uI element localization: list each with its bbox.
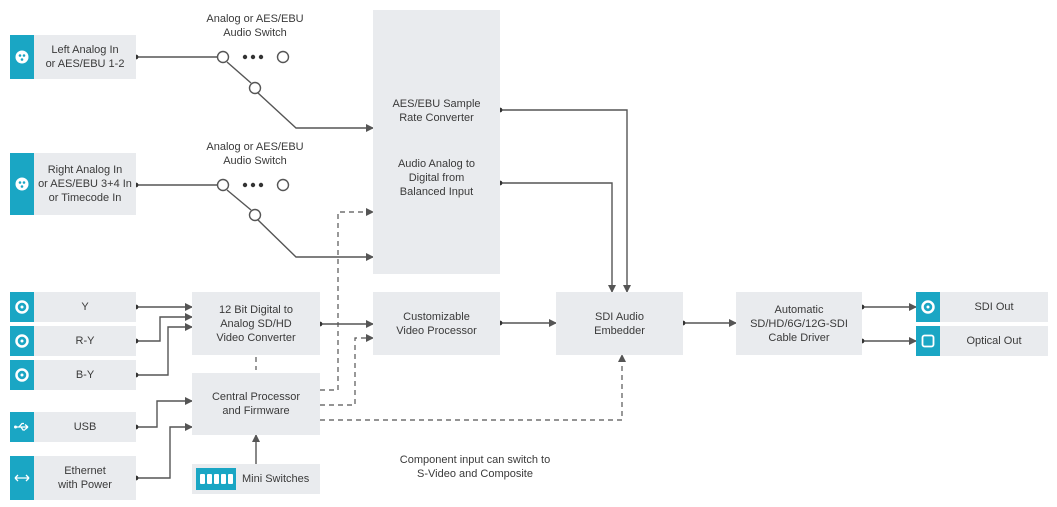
y-label: Y bbox=[81, 301, 89, 313]
ethernet-icon bbox=[10, 456, 34, 500]
switch-label-right: Analog or AES/EBU Audio Switch bbox=[206, 141, 304, 167]
sdi-out-label: SDI Out bbox=[974, 301, 1014, 313]
usb-icon bbox=[10, 412, 34, 442]
ethernet-input: Ethernet with Power bbox=[10, 456, 136, 500]
aes-sample-rate-converter-label: AES/EBU Sample Rate Converter bbox=[392, 98, 481, 124]
usb-label: USB bbox=[73, 421, 97, 433]
cable-driver-label: Automatic SD/HD/6G/12G-SDI Cable Driver bbox=[750, 303, 848, 344]
central-processor-label: Central Processor and Firmware bbox=[211, 391, 301, 417]
optical-out-port: Optical Out bbox=[916, 326, 1048, 356]
optical-connector-icon bbox=[916, 326, 940, 356]
xlr-connector-icon bbox=[10, 35, 34, 79]
xlr-connector-icon bbox=[10, 153, 34, 215]
ry-input: R-Y bbox=[10, 326, 136, 356]
by-input: B-Y bbox=[10, 360, 136, 390]
ry-label: R-Y bbox=[75, 335, 95, 347]
video-processor-label: Customizable Video Processor bbox=[396, 310, 477, 337]
sdi-out-port: SDI Out bbox=[916, 292, 1048, 322]
mini-switches-label: Mini Switches bbox=[242, 473, 310, 485]
optical-out-label: Optical Out bbox=[966, 335, 1022, 347]
video-processor-block: Customizable Video Processor bbox=[373, 292, 500, 355]
bnc-connector-icon bbox=[916, 292, 940, 322]
by-label: B-Y bbox=[75, 369, 95, 381]
bnc-connector-icon bbox=[10, 326, 34, 356]
dip-switch-icon bbox=[196, 468, 236, 490]
audio-adc-label: Audio Analog to Digital from Balanced In… bbox=[397, 158, 476, 198]
ethernet-label: Ethernet with Power bbox=[58, 465, 112, 491]
audio-processing-block: AES/EBU Sample Rate Converter Audio Anal… bbox=[373, 10, 500, 274]
component-input-note: Component input can switch to S-Video an… bbox=[399, 454, 551, 480]
video-converter-block: 12 Bit Digital to Analog SD/HD Video Con… bbox=[192, 292, 320, 355]
central-processor-block: Central Processor and Firmware bbox=[192, 373, 320, 435]
y-input: Y bbox=[10, 292, 136, 322]
cable-driver-block: Automatic SD/HD/6G/12G-SDI Cable Driver bbox=[736, 292, 862, 355]
usb-input: USB bbox=[10, 412, 136, 442]
left-audio-input: Left Analog In or AES/EBU 1-2 bbox=[10, 35, 136, 79]
switch-label-left: Analog or AES/EBU Audio Switch bbox=[206, 13, 304, 39]
bnc-connector-icon bbox=[10, 360, 34, 390]
sdi-audio-embedder-label: SDI Audio Embedder bbox=[594, 310, 645, 337]
left-audio-label: Left Analog In or AES/EBU 1-2 bbox=[45, 44, 125, 70]
video-converter-label: 12 Bit Digital to Analog SD/HD Video Con… bbox=[216, 303, 296, 344]
right-audio-label: Right Analog In or AES/EBU 3+4 In or Tim… bbox=[38, 164, 132, 204]
bnc-connector-icon bbox=[10, 292, 34, 322]
mini-switches: Mini Switches bbox=[192, 464, 320, 494]
sdi-audio-embedder-block: SDI Audio Embedder bbox=[556, 292, 683, 355]
right-audio-input: Right Analog In or AES/EBU 3+4 In or Tim… bbox=[10, 153, 136, 215]
